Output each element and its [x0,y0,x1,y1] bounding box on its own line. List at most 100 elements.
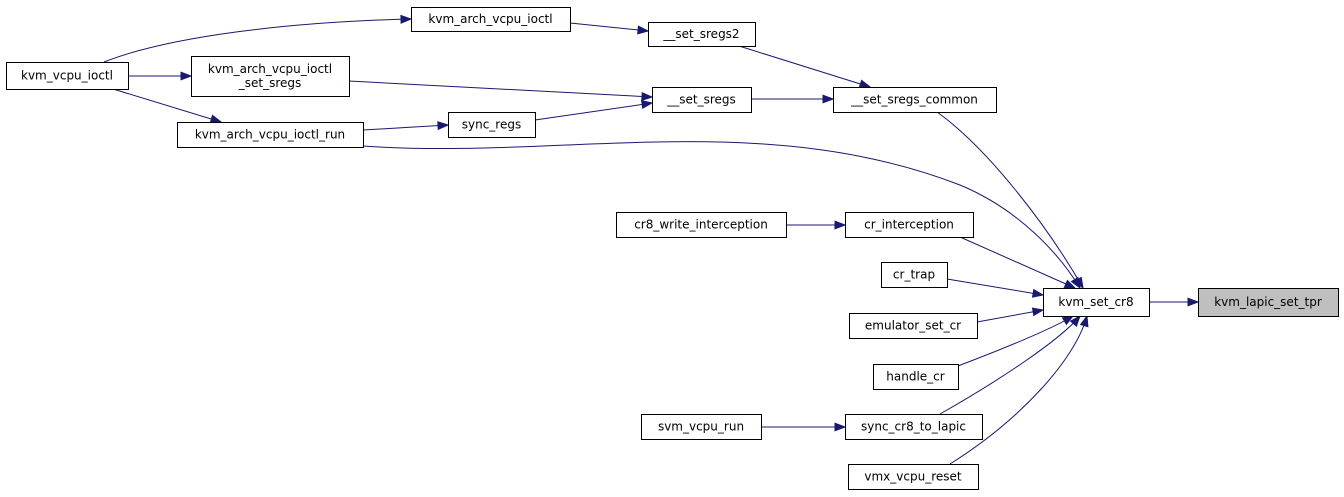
edge-line [362,141,1081,289]
edge-svm-vcpu-run-to-sync-cr8-to-lapic [761,422,847,432]
node-box [648,22,756,47]
node-set-sregs-common[interactable]: __set_sregs_common [833,87,997,113]
edge-arrowhead [1031,288,1045,298]
edge-line [112,88,222,123]
edge-kvm-vcpu-ioctl-to-kvm-arch-vcpu-ioctl [103,14,413,63]
node-box [1198,288,1339,317]
edge-line [362,124,449,131]
node-kvm-arch-vcpu-ioctl-run[interactable]: kvm_arch_vcpu_ioctl_run [177,122,364,148]
node-label: _set_sregs [238,76,302,90]
nodes-layer: kvm_vcpu_ioctlkvm_arch_vcpu_ioctlkvm_arc… [6,7,1339,490]
edge-kvm-arch-vcpu-ioctl-to-set-sregs2 [569,22,650,35]
node-box [652,87,752,113]
node-emulator-set-cr[interactable]: emulator_set_cr [849,313,978,339]
node-box [845,414,983,440]
edge-vmx-vcpu-reset-to-kvm-set-cr8 [949,314,1089,465]
edge-line [949,315,1088,465]
node-label: cr8_write_interception [634,218,768,232]
node-label: kvm_lapic_set_tpr [1214,295,1322,309]
edge-arrowhead [1079,314,1089,328]
node-kvm-set-cr8[interactable]: kvm_set_cr8 [1043,288,1150,317]
edge-line [348,80,653,98]
node-box [191,56,350,97]
edge-kvm-arch-vcpu-ioctl-run-to-kvm-set-cr8 [362,141,1081,290]
node-kvm-lapic-set-tpr[interactable]: kvm_lapic_set_tpr [1198,288,1339,317]
edge-kvm-vcpu-ioctl-to-kvm-arch-vcpu-ioctl-set-sregs [128,71,193,81]
node-label: kvm_set_cr8 [1058,295,1133,309]
edge-set-sregs2-to-set-sregs-common [738,45,872,89]
node-label: kvm_arch_vcpu_ioctl [208,62,332,76]
node-box [616,212,787,238]
edge-arrowhead [1031,307,1045,317]
edge-arrowhead [1069,314,1081,327]
edge-line [959,236,1076,289]
node-svm-vcpu-run[interactable]: svm_vcpu_run [641,414,762,440]
edge-line [534,102,653,121]
edge-arrowhead [834,422,847,432]
node-box [833,87,997,113]
node-label: sync_cr8_to_lapic [861,420,966,434]
edge-arrowhead [834,220,847,230]
edge-sync-cr8-to-lapic-to-kvm-set-cr8 [939,314,1081,415]
edge-line [946,278,1044,296]
edge-arrowhead [637,25,650,35]
node-label: kvm_vcpu_ioctl [21,69,113,83]
node-kvm-arch-vcpu-ioctl-set-sregs[interactable]: kvm_arch_vcpu_ioctl_set_sregs [191,56,350,97]
edge-arrowhead [1070,276,1081,290]
node-sync-regs[interactable]: sync_regs [448,112,536,138]
node-box [448,112,536,138]
edge-line [939,315,1081,415]
edge-arrowhead [437,121,450,131]
node-box [848,464,979,490]
node-label: svm_vcpu_run [658,420,744,434]
node-label: sync_regs [462,118,521,132]
edge-arrowhead [858,79,872,89]
node-label: kvm_arch_vcpu_ioctl [428,12,552,26]
edge-arrowhead [641,100,654,109]
edge-line [103,18,412,63]
node-set-sregs[interactable]: __set_sregs [652,87,752,113]
node-box [641,414,762,440]
node-label: cr_interception [864,218,954,232]
edge-cr-interception-to-kvm-set-cr8 [959,236,1077,289]
edge-cr8-write-interception-to-cr-interception [786,220,847,230]
edge-kvm-set-cr8-to-kvm-lapic-set-tpr [1149,297,1200,307]
node-set-sregs2[interactable]: __set_sregs2 [648,22,756,47]
node-box [411,7,571,32]
node-cr8-write-interception[interactable]: cr8_write_interception [616,212,787,238]
node-box [873,364,959,390]
node-box [6,62,129,90]
edge-line [976,309,1044,323]
node-label: emulator_set_cr [865,319,961,333]
edge-arrowhead [822,94,835,104]
node-box [177,122,364,148]
edge-sync-regs-to-set-sregs [534,100,654,121]
edge-arrowhead [1187,297,1200,307]
node-label: __set_sregs_common [850,93,978,107]
node-vmx-vcpu-reset[interactable]: vmx_vcpu_reset [848,464,979,490]
node-handle-cr[interactable]: handle_cr [873,364,959,390]
node-kvm-vcpu-ioctl[interactable]: kvm_vcpu_ioctl [6,62,129,90]
node-box [881,262,948,288]
node-kvm-arch-vcpu-ioctl[interactable]: kvm_arch_vcpu_ioctl [411,7,571,32]
node-cr-trap[interactable]: cr_trap [881,262,948,288]
edge-arrowhead [400,14,413,24]
node-label: cr_trap [893,268,935,282]
node-label: kvm_arch_vcpu_ioctl_run [195,128,345,142]
edge-kvm-arch-vcpu-ioctl-run-to-sync-regs [362,121,450,131]
edge-arrowhead [209,114,223,124]
edge-arrowhead [641,91,654,101]
node-label: __set_sregs [666,93,736,107]
edge-kvm-arch-vcpu-ioctl-set-sregs-to-set-sregs [348,80,654,101]
edge-line [936,111,1084,289]
node-label: vmx_vcpu_reset [864,470,962,484]
edge-cr-trap-to-kvm-set-cr8 [946,278,1045,298]
edge-line [569,22,649,32]
node-label: __set_sregs2 [662,27,739,41]
node-box [845,212,974,238]
node-cr-interception[interactable]: cr_interception [845,212,974,238]
edges-layer [103,14,1200,465]
node-box [1043,288,1150,317]
node-sync-cr8-to-lapic[interactable]: sync_cr8_to_lapic [845,414,983,440]
